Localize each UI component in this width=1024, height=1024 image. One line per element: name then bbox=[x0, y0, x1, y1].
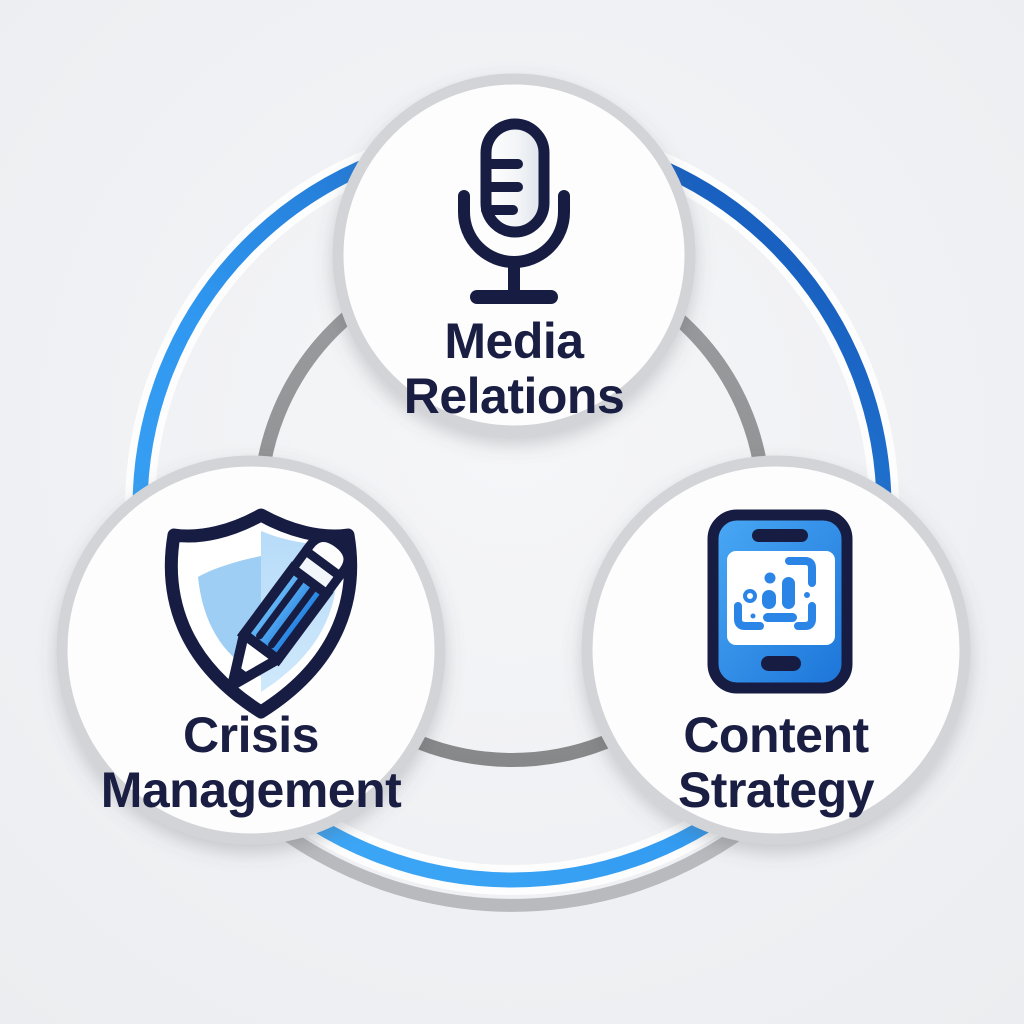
label-content-strategy: Content Strategy bbox=[526, 708, 1024, 818]
node-crisis-management bbox=[56, 455, 446, 845]
pencil-tip bbox=[232, 664, 251, 686]
pencil bbox=[227, 533, 353, 691]
label-line-1: Media bbox=[444, 313, 584, 369]
label-crisis-management: Crisis Management bbox=[1, 708, 501, 818]
label-line-2: Relations bbox=[403, 368, 625, 424]
node-content-strategy bbox=[581, 455, 971, 845]
label-line-1: Content bbox=[683, 707, 869, 763]
tablet-home-button bbox=[761, 656, 801, 671]
tablet-screen bbox=[727, 551, 835, 645]
label-media-relations: Media Relations bbox=[264, 314, 764, 424]
shield-pencil-icon bbox=[164, 508, 358, 719]
label-line-2: Management bbox=[100, 762, 402, 818]
microphone-icon bbox=[458, 118, 570, 304]
label-line-2: Strategy bbox=[677, 762, 875, 818]
label-line-1: Crisis bbox=[183, 707, 319, 763]
node-media-relations bbox=[332, 73, 696, 437]
microphone-grille bbox=[481, 159, 523, 215]
tablet-analytics-icon bbox=[707, 509, 853, 694]
tablet-speaker bbox=[752, 529, 808, 542]
screen-chart bbox=[734, 557, 816, 630]
pencil-eraser bbox=[301, 533, 353, 581]
node-circle-media-relations bbox=[332, 73, 696, 437]
